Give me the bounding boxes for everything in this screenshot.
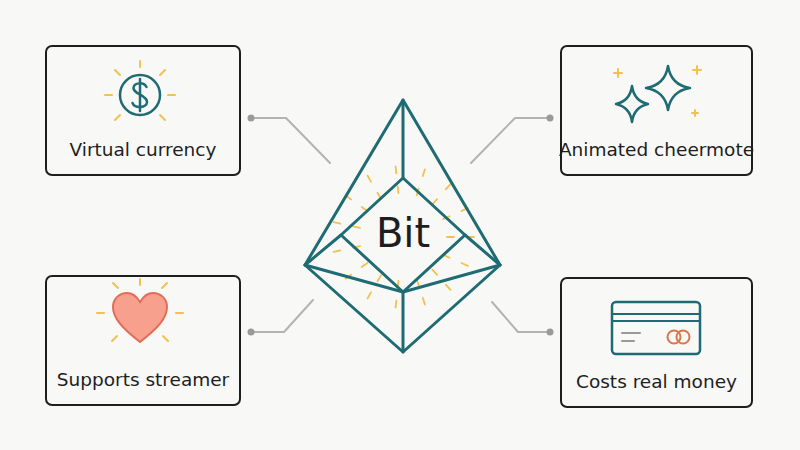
heart-icon — [97, 279, 183, 342]
feature-box: Supports streamer — [45, 275, 241, 406]
card-icon — [612, 302, 700, 354]
connector — [471, 115, 554, 164]
connector — [248, 115, 331, 164]
connector — [248, 300, 314, 336]
box-label: Costs real money — [576, 371, 737, 392]
sparkle-icon — [614, 66, 701, 122]
connector — [492, 302, 554, 336]
dollar-icon — [105, 61, 175, 120]
feature-box: Animated cheermote — [560, 45, 753, 176]
box-label: Virtual currency — [70, 139, 217, 160]
gem-node: Bit — [305, 100, 501, 353]
center-label: Bit — [305, 210, 501, 256]
box-label: Animated cheermote — [559, 139, 754, 160]
box-label: Supports streamer — [57, 369, 229, 390]
feature-box: Virtual currency — [45, 45, 241, 176]
feature-box: Costs real money — [560, 277, 753, 408]
